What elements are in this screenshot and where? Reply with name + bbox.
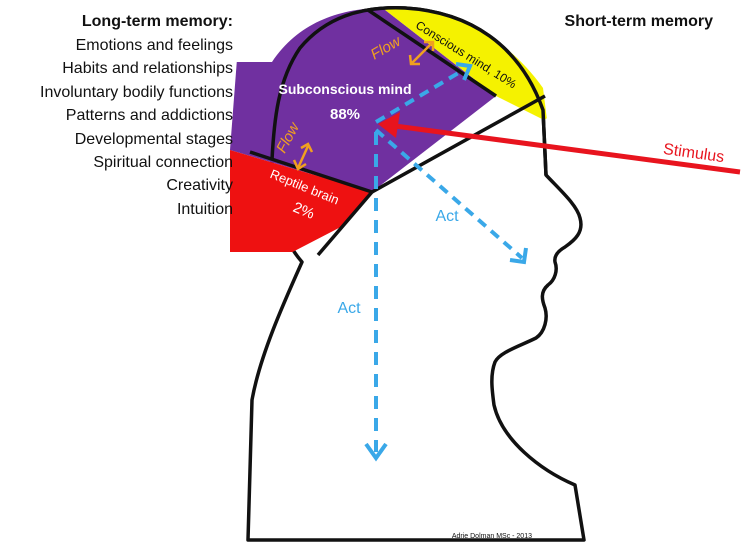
long-term-item: Involuntary bodily functions [40,84,233,101]
author-credit: Adrie Dolman MSc - 2013 [452,533,532,540]
long-term-item: Creativity [166,177,233,194]
act-label-right: Act [435,208,459,225]
divider-brainstem [316,190,374,257]
subconscious-label: Subconscious mind [278,81,411,97]
long-term-item: Emotions and feelings [76,37,233,54]
act-label-down: Act [337,300,361,317]
stimulus-arrow: Stimulus [378,112,741,175]
long-term-item: Habits and relationships [62,60,233,77]
long-term-item: Patterns and addictions [66,107,233,124]
reptile-region [230,150,372,252]
divider-conscious [367,8,497,98]
long-term-list: Emotions and feelings Habits and relatio… [40,37,233,218]
divider-front [371,94,546,194]
long-term-heading: Long-term memory: [82,13,233,30]
act-arrows: Act Act [337,62,528,462]
long-term-item: Spiritual connection [93,154,233,171]
subconscious-percent: 88% [330,106,360,123]
long-term-item: Developmental stages [75,131,233,148]
short-term-heading: Short-term memory [565,13,714,30]
reptile-percent: 2% [290,199,316,223]
long-term-item: Intuition [177,201,233,218]
